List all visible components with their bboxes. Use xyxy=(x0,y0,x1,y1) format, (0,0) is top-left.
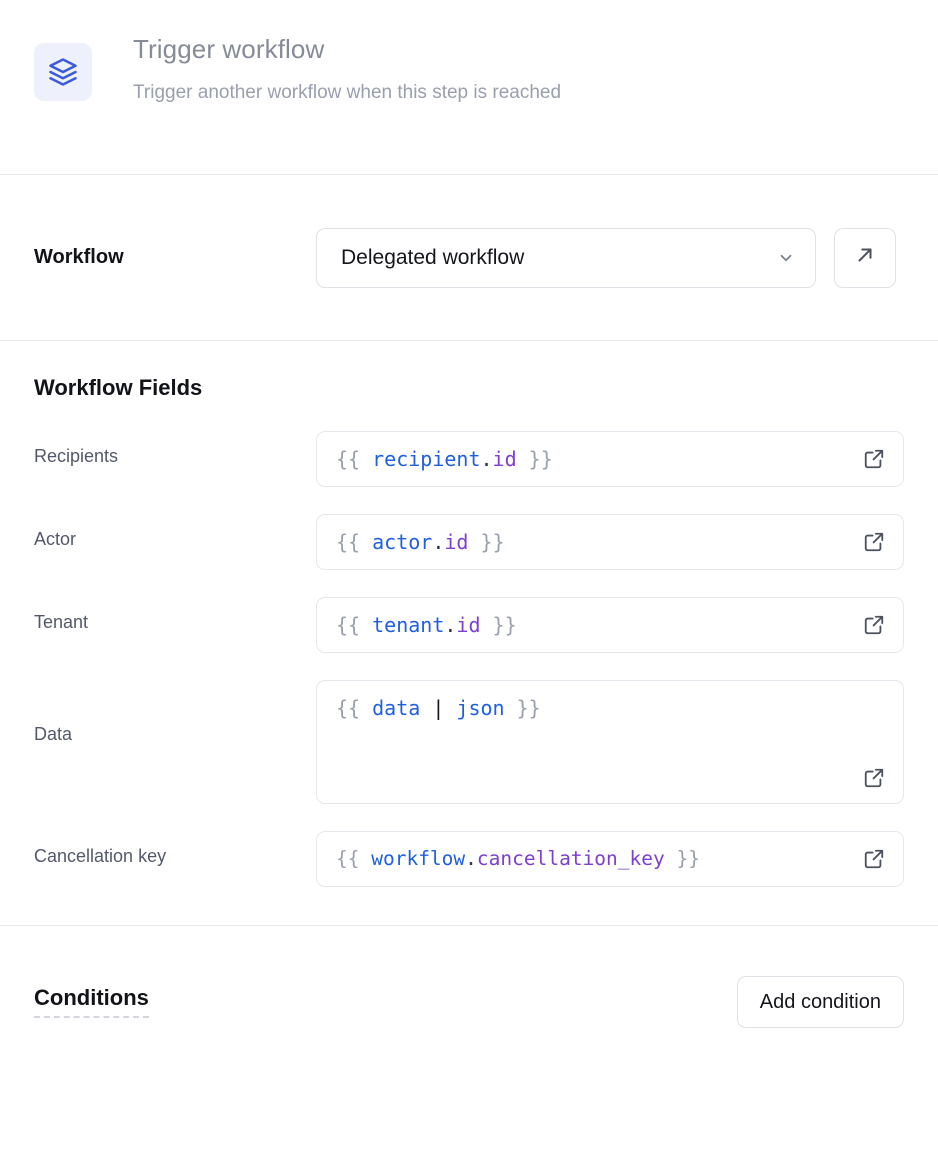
template-value: {{ tenant.id }} xyxy=(336,613,517,637)
page-title: Trigger workflow xyxy=(133,34,325,64)
field-row: Data {{ data | json }} xyxy=(34,680,904,804)
conditions-title: Conditions xyxy=(34,986,149,1018)
workflow-fields-list: Recipients {{ recipient.id }} Actor {{ acto… xyxy=(34,431,904,887)
external-link-icon[interactable] xyxy=(863,448,885,470)
workflow-fields-heading: Workflow Fields xyxy=(34,375,203,400)
template-input[interactable]: {{ workflow.cancellation_key }} xyxy=(316,831,904,887)
field-label: Cancellation key xyxy=(34,846,167,866)
add-condition-button[interactable]: Add condition xyxy=(736,976,904,1028)
field-row: Actor {{ actor.id }} xyxy=(34,514,904,570)
chevron-down-icon xyxy=(777,249,795,267)
workflow-select[interactable]: Delegated workflow xyxy=(316,227,816,288)
field-label: Actor xyxy=(34,529,77,549)
header-text-block: Trigger workflow Trigger another workflo… xyxy=(133,30,561,105)
external-link-icon[interactable] xyxy=(863,767,885,789)
external-link-icon[interactable] xyxy=(863,614,885,636)
field-row: Tenant {{ tenant.id }} xyxy=(34,597,904,653)
workflow-fields-section: Workflow Fields Recipients {{ recipient.i… xyxy=(0,341,938,926)
field-row: Recipients {{ recipient.id }} xyxy=(34,431,904,487)
template-value: {{ recipient.id }} xyxy=(336,447,553,471)
template-input[interactable]: {{ tenant.id }} xyxy=(316,597,904,653)
layers-icon xyxy=(34,43,92,101)
template-value: {{ actor.id }} xyxy=(336,530,505,554)
template-input[interactable]: {{ actor.id }} xyxy=(316,514,904,570)
workflow-label: Workflow xyxy=(34,246,124,268)
template-value: {{ workflow.cancellation_key }} xyxy=(336,847,700,870)
template-textarea[interactable]: {{ data | json }} xyxy=(316,680,904,804)
external-link-icon[interactable] xyxy=(863,531,885,553)
field-row: Cancellation key {{ workflow.cancellation… xyxy=(34,831,904,887)
step-header: Trigger workflow Trigger another workflo… xyxy=(0,0,938,175)
arrow-up-right-icon xyxy=(854,244,876,271)
field-label: Recipients xyxy=(34,446,119,466)
workflow-select-value: Delegated workflow xyxy=(341,245,525,269)
template-input[interactable]: {{ recipient.id }} xyxy=(316,431,904,487)
conditions-section: Conditions Add condition xyxy=(0,926,938,1078)
workflow-select-group: Delegated workflow xyxy=(316,227,896,288)
workflow-section: Workflow Delegated workflow xyxy=(0,175,938,341)
external-link-icon[interactable] xyxy=(863,848,885,870)
open-workflow-button[interactable] xyxy=(834,227,896,288)
page-subtitle: Trigger another workflow when this step … xyxy=(133,82,562,104)
field-label: Data xyxy=(34,724,73,744)
template-value: {{ data | json }} xyxy=(336,696,541,720)
field-label: Tenant xyxy=(34,612,89,632)
